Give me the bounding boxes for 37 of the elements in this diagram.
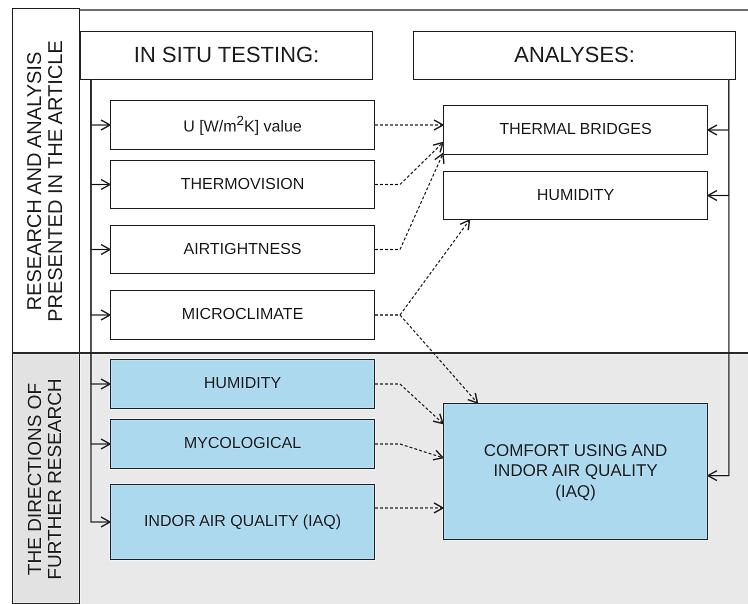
arrow: [375, 142, 444, 186]
arrow: [375, 443, 444, 461]
section-title: RESEARCH AND ANALYSIS PRESENTED IN THE ARTICLE: [25, 38, 67, 324]
process-box: [110, 484, 375, 560]
arrow: [375, 119, 444, 131]
box-label: IN SITU TESTING:: [134, 42, 320, 69]
box-label: U [W/m$^{2}$K] value: [183, 113, 302, 137]
box-label: HUMIDITY: [536, 186, 614, 206]
process-box: [443, 105, 708, 155]
section-label-band: [12, 353, 80, 604]
arrow: [90, 80, 111, 528]
box-label: MICROCLIMATE: [182, 305, 304, 325]
arrow: [375, 502, 444, 514]
arrow: [375, 152, 445, 250]
process-box: [443, 171, 708, 220]
box-label: THERMAL BRIDGES: [499, 120, 652, 140]
box-label: COMFORT USING AND INDOR AIR QUALITY (IAQ): [482, 440, 668, 502]
header-box: [413, 31, 736, 80]
process-box: [110, 160, 375, 209]
box-label: AIRTIGHTNESS: [184, 240, 302, 260]
header-box: [80, 31, 373, 80]
section-title: THE DIRECTIONS OF FURTHER RESEARCH: [26, 376, 66, 582]
box-label: MYCOLOGICAL: [184, 434, 302, 454]
box-label: ANALYSES:: [514, 42, 635, 69]
process-box: [443, 403, 708, 540]
arrow: [375, 314, 478, 404]
process-box: [110, 100, 375, 150]
arrow: [375, 383, 444, 424]
box-label: HUMIDITY: [204, 374, 282, 394]
process-box: [110, 290, 375, 340]
box-label: INDOR AIR QUALITY (IAQ): [144, 512, 342, 532]
arrow: [707, 80, 730, 482]
section-label-band: [12, 8, 80, 353]
process-box: [110, 419, 375, 469]
process-box: [110, 359, 375, 409]
process-box: [110, 225, 375, 274]
box-label: THERMOVISION: [180, 174, 304, 194]
